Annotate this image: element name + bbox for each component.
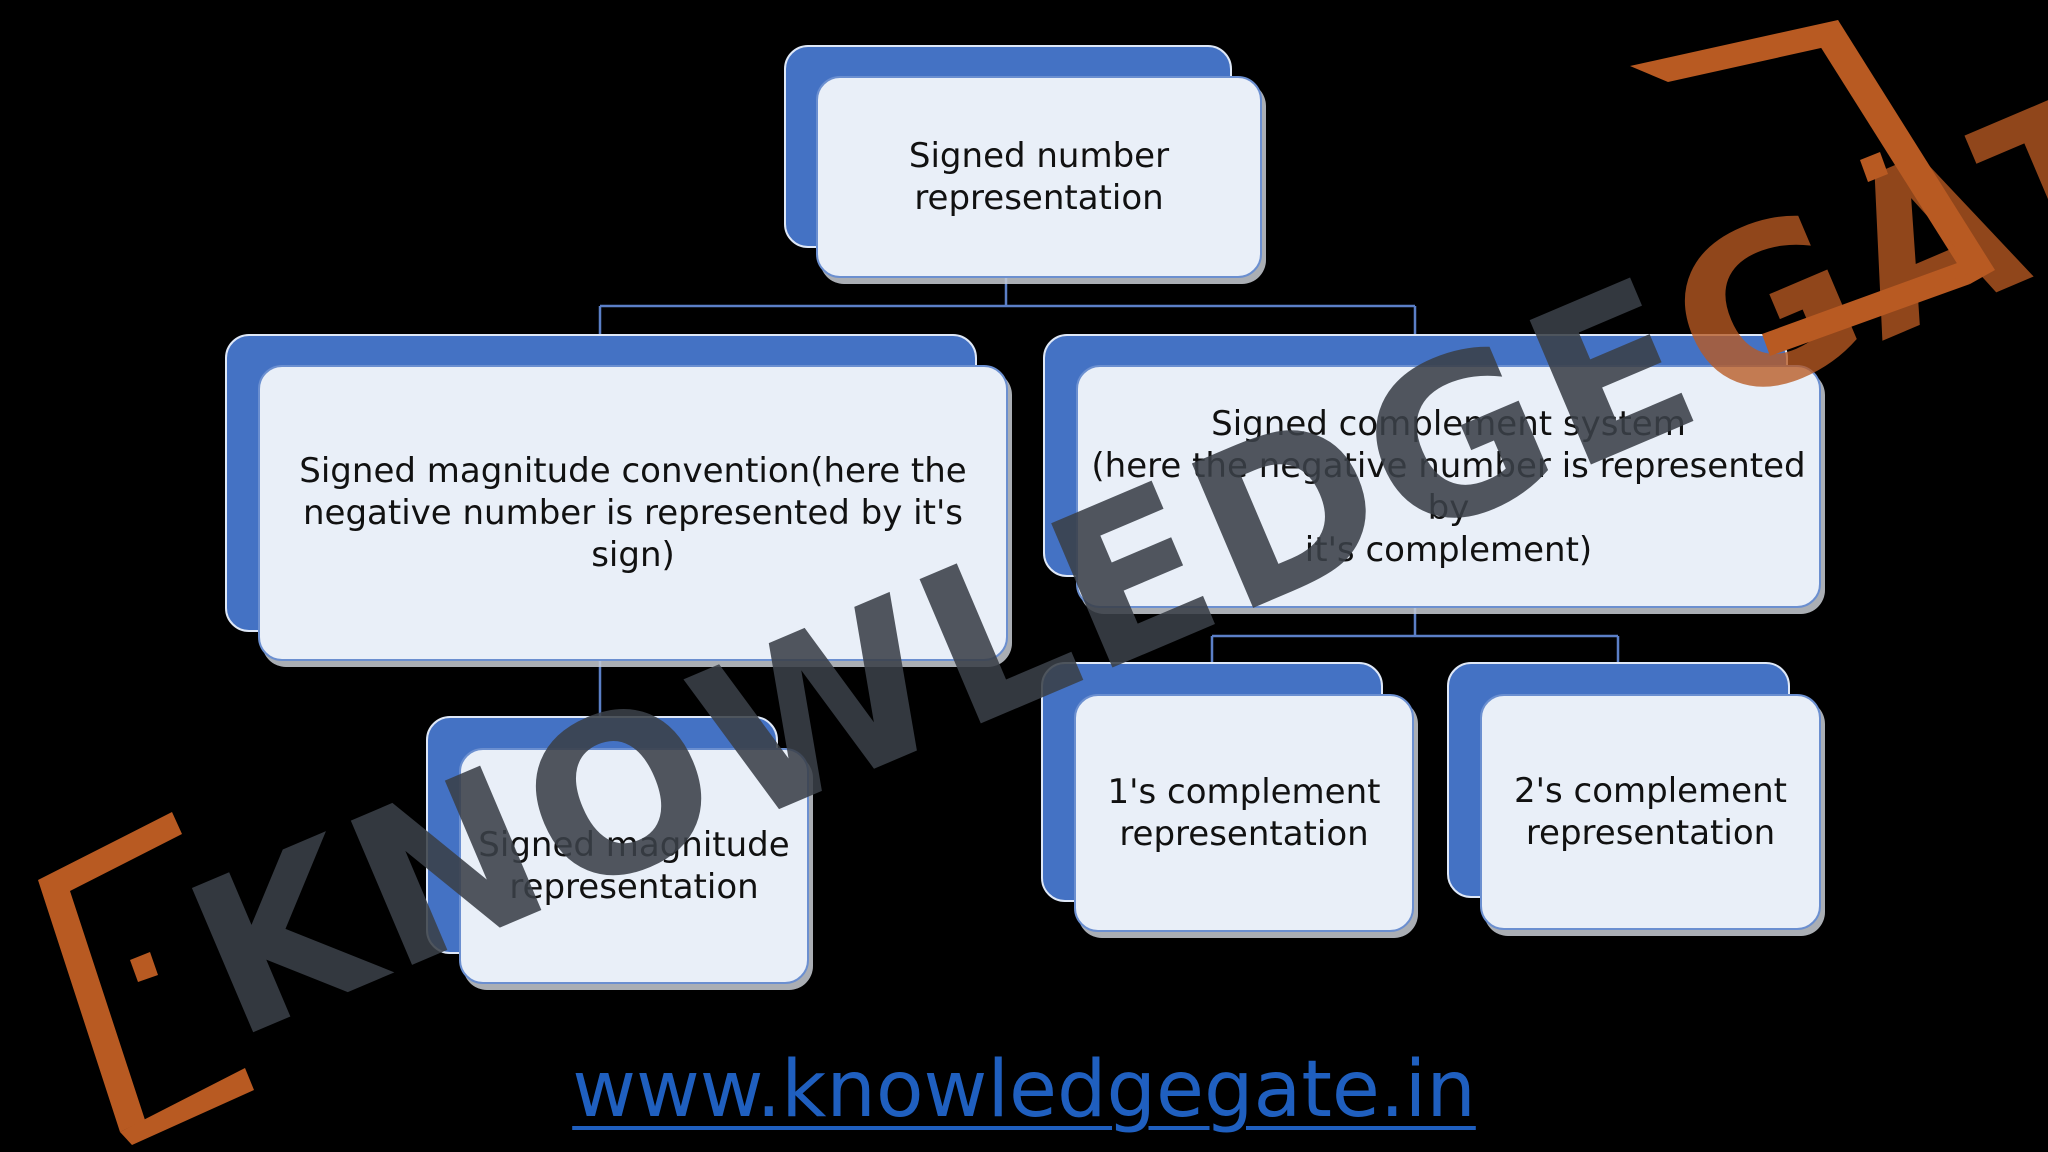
node-label: Signed complement system (here the negat… [1076,365,1821,608]
node-label: 1's complement representation [1074,694,1414,932]
node-label: Signed magnitude representation [459,748,809,984]
node-twos-complement-representation: 2's complement representation [1447,662,1823,932]
node-signed-complement-system: Signed complement system (here the negat… [1043,334,1823,609]
node-label: 2's complement representation [1480,694,1821,930]
website-link[interactable]: www.knowledgegate.in [572,1045,1476,1135]
node-signed-number-representation: Signed number representation [784,45,1264,280]
node-label: Signed number representation [816,76,1262,278]
node-label: Signed magnitude convention(here the neg… [258,365,1008,661]
node-signed-magnitude-representation: Signed magnitude representation [426,716,811,986]
node-signed-magnitude-convention: Signed magnitude convention(here the neg… [225,334,1010,664]
node-ones-complement-representation: 1's complement representation [1041,662,1416,934]
